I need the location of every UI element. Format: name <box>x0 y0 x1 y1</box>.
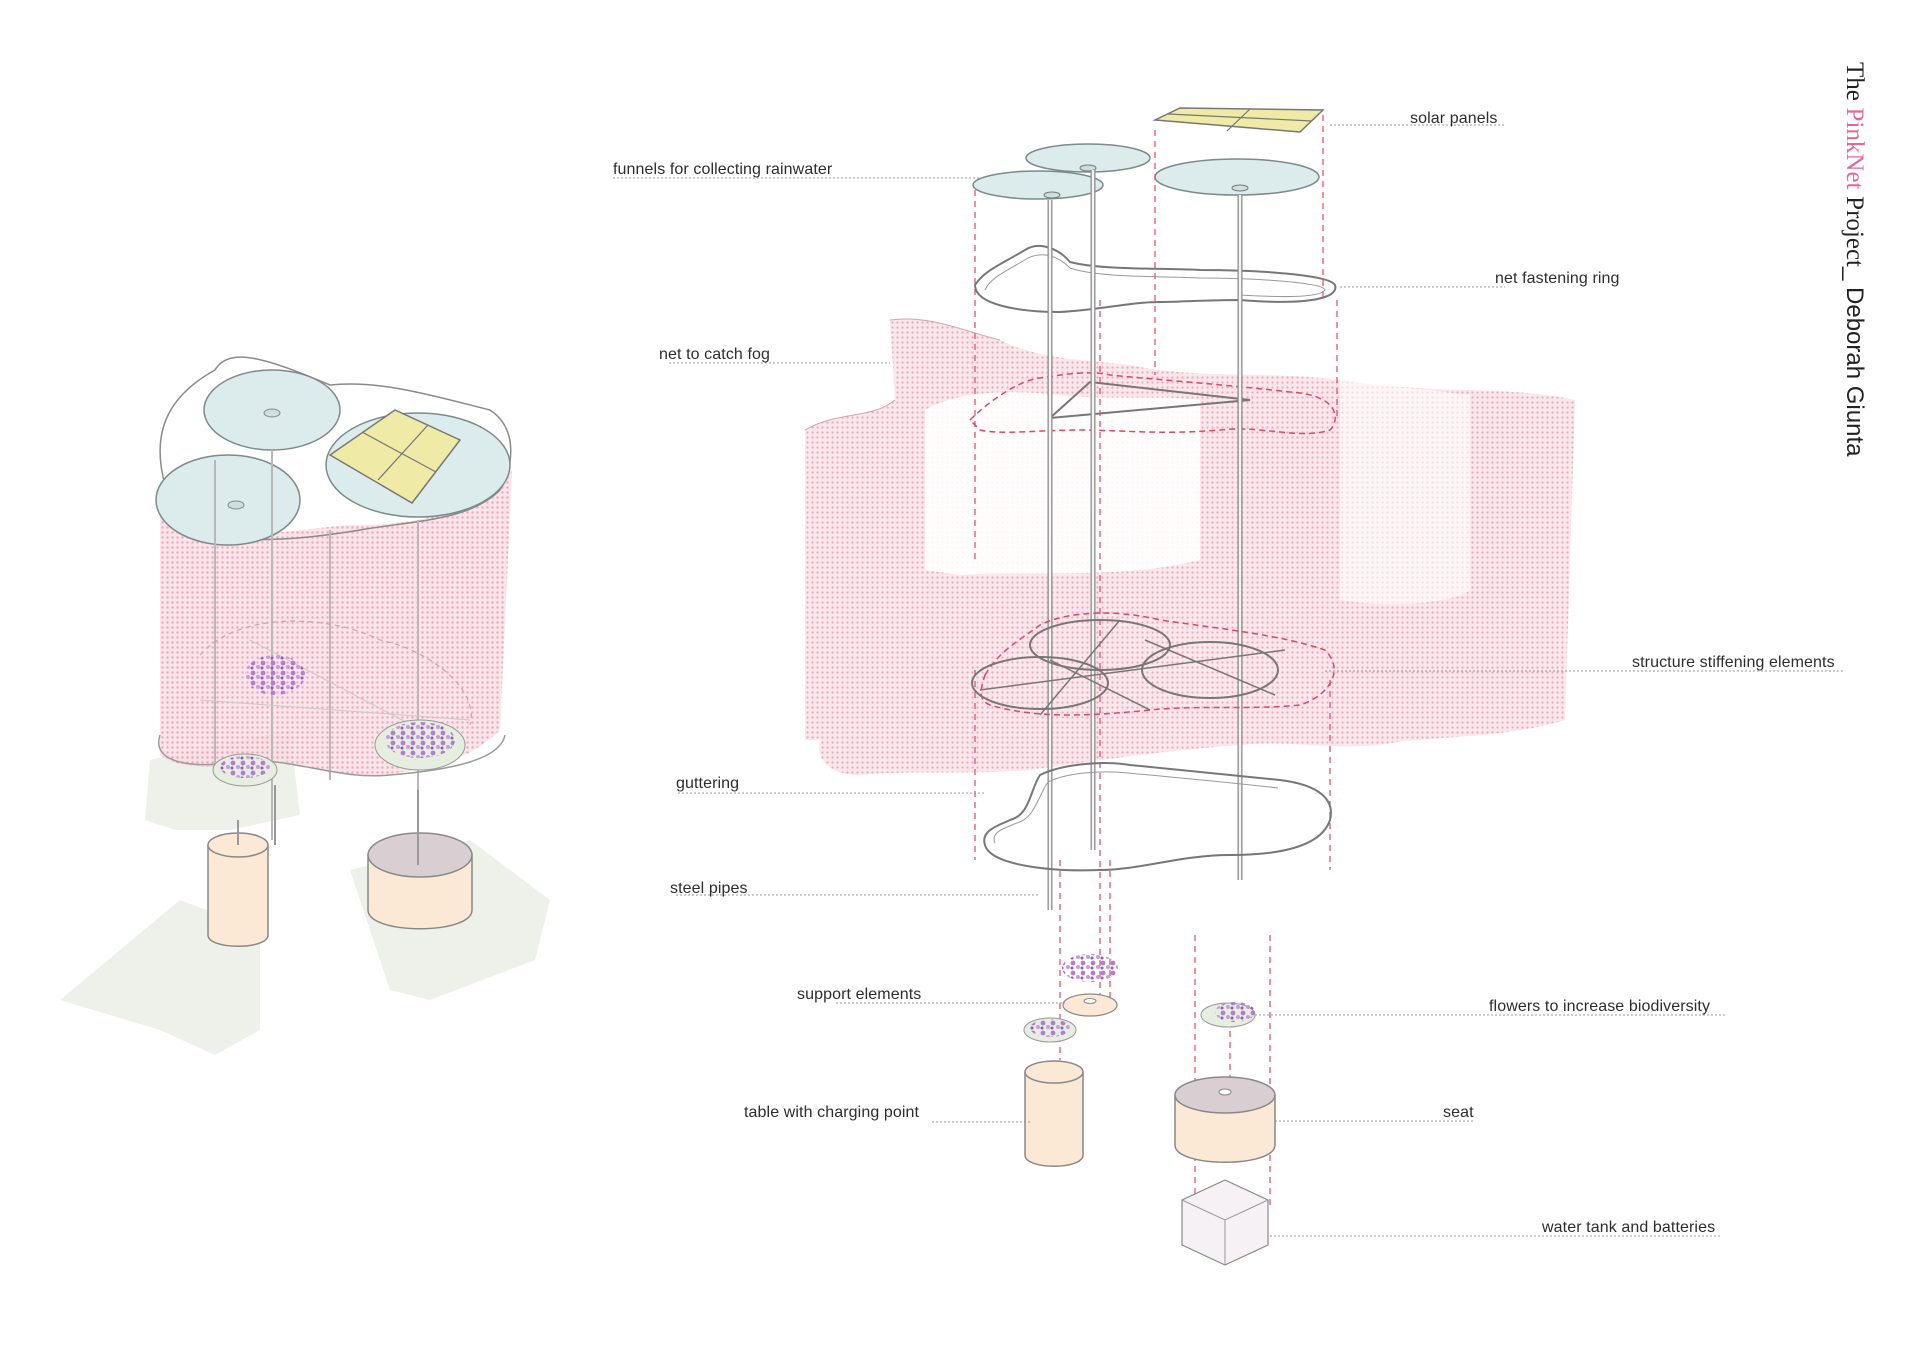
title-separator: _ <box>1841 267 1868 281</box>
support-element <box>1062 993 1118 1017</box>
exploded-view <box>804 107 1575 1266</box>
table <box>207 845 269 947</box>
funnel <box>1025 143 1151 173</box>
label-structure-stiffening: structure stiffening elements <box>1632 654 1835 671</box>
guttering-ring <box>983 762 1332 872</box>
title-author: Deborah Giunta <box>1841 287 1868 457</box>
assembled-view <box>60 356 550 1055</box>
title-brand: PinkNet <box>1841 107 1868 190</box>
title-project: Project <box>1841 196 1868 267</box>
label-water-tank: water tank and batteries <box>1542 1219 1716 1236</box>
funnel <box>155 454 301 546</box>
flowers <box>1062 954 1118 982</box>
seat <box>1174 1095 1276 1163</box>
label-net-fastening-ring: net fastening ring <box>1495 270 1620 287</box>
label-support-elements: support elements <box>797 986 922 1003</box>
label-seat: seat <box>1443 1104 1474 1121</box>
label-guttering: guttering <box>676 775 740 792</box>
net-fastening-ring <box>973 244 1337 314</box>
leader-lines <box>613 124 1845 1237</box>
label-net-catch-fog: net to catch fog <box>659 346 771 363</box>
flowers <box>245 655 305 695</box>
stiffening-ring <box>980 612 1335 716</box>
solar-panels <box>328 409 462 504</box>
table <box>1024 1072 1084 1167</box>
bottom-ring <box>157 734 506 777</box>
funnel <box>972 170 1104 200</box>
label-solar-panels: solar panels <box>1410 110 1498 127</box>
title-the: The <box>1841 62 1868 101</box>
page-title: The PinkNet Project_ Deborah Giunta <box>1828 62 1868 482</box>
label-steel-pipes: steel pipes <box>670 880 748 897</box>
label-table: table with charging point <box>744 1104 920 1121</box>
fog-net <box>160 470 512 776</box>
label-flowers: flowers to increase biodiversity <box>1489 998 1711 1015</box>
label-funnels: funnels for collecting rainwater <box>613 161 833 178</box>
